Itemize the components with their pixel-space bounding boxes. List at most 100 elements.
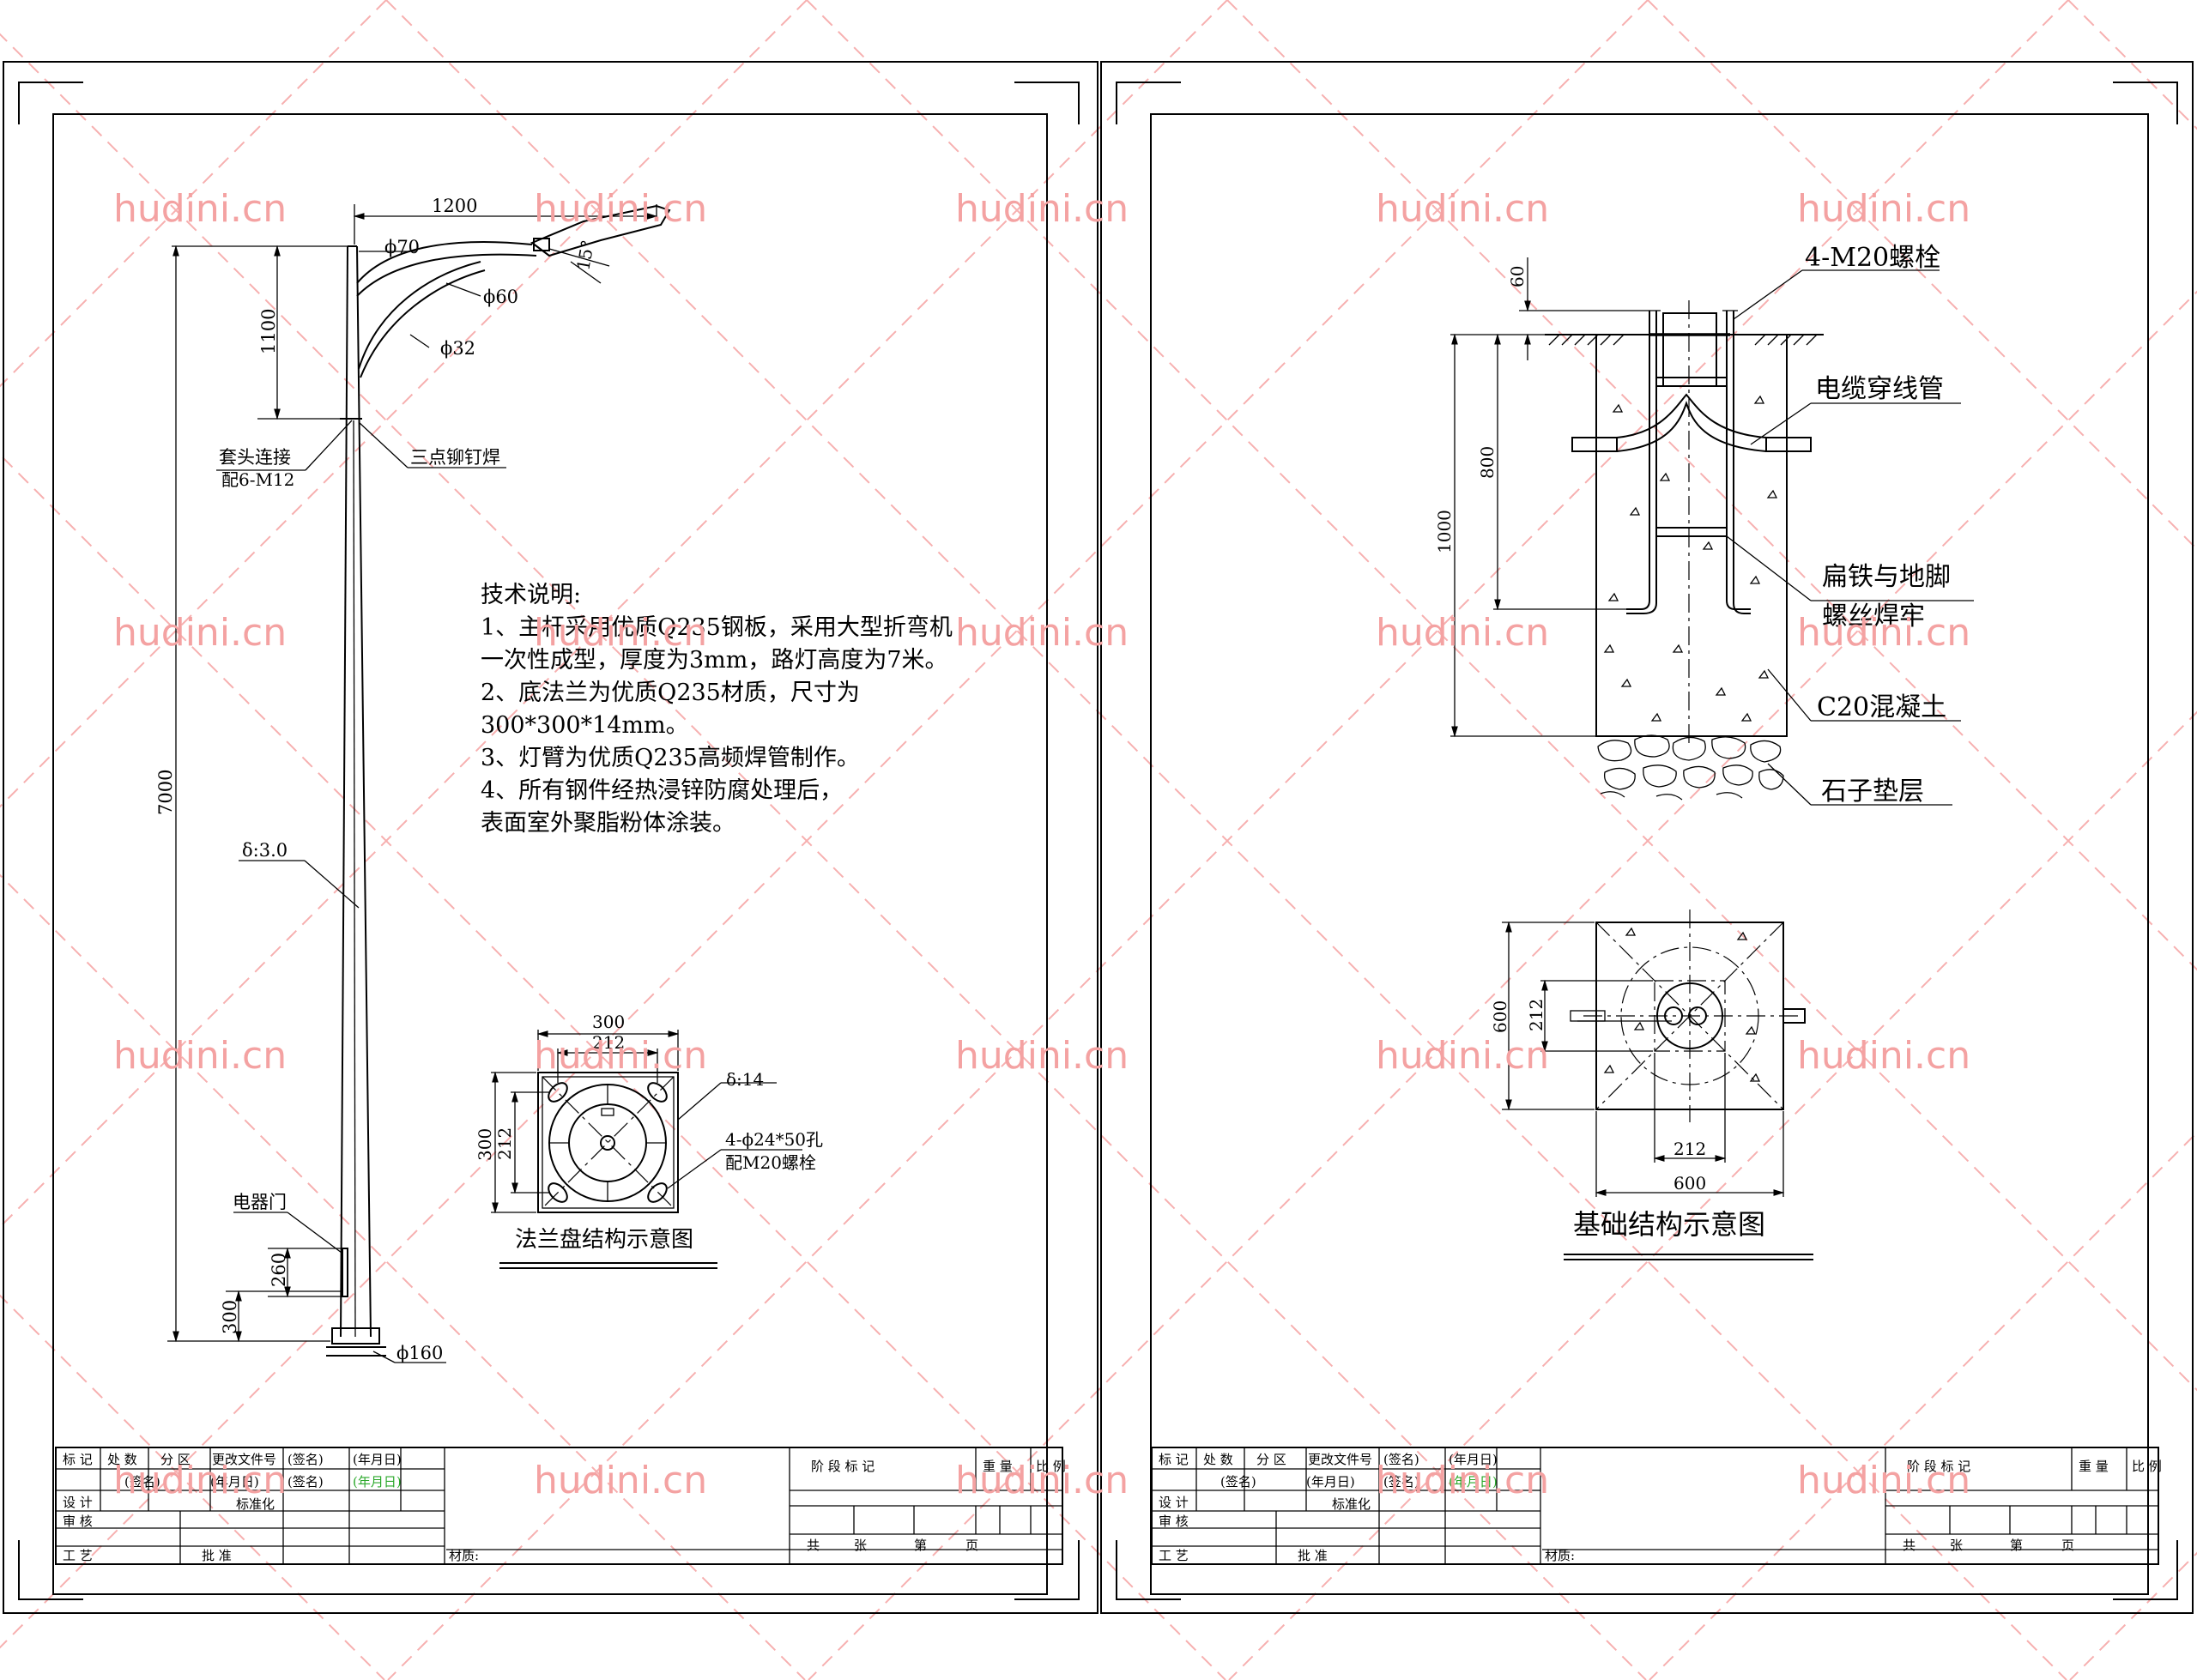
watermark-line: [0, 0, 1649, 1649]
sheet-nth-label: 第: [2010, 1538, 2023, 1553]
watermark-text: hudini.cn: [955, 187, 1129, 231]
label-weld: 三点铆钉焊: [410, 447, 500, 468]
label-concrete: C20混凝土: [1817, 692, 1946, 722]
left-sheet: 1200 ϕ70 ϕ60 ϕ32 15° 1100 7000 δ:3.0 260…: [3, 61, 1098, 1614]
title-block-text: 更改文件号: [1308, 1452, 1372, 1467]
watermark-line: [1226, 0, 2197, 971]
stage-label: 阶 段 标 记: [811, 1459, 875, 1474]
scale-label: 比 例: [1036, 1459, 1066, 1474]
standard-label: 标准化: [236, 1496, 275, 1512]
tech-note-line: 表面室外聚脂粉体涂装。: [481, 810, 735, 837]
title-block-text: 分 区: [1256, 1452, 1286, 1467]
watermark-line: [0, 0, 387, 388]
tech-note-line: 4、所有钢件经热浸锌防腐处理后，: [481, 777, 843, 804]
right-sheet: 60 800 1000 4-M20螺栓 电缆穿线管 扁铁与地脚 螺丝焊牢 C20…: [1100, 61, 2194, 1614]
tech-notes: 技术说明: 1、主杆采用优质Q235钢板，采用大型折弯机 一次性成型，厚度为3m…: [481, 582, 953, 837]
title-block-text: (签名): [124, 1474, 160, 1490]
tech-note-line: 2、底法兰为优质Q235材质，尺寸为: [481, 680, 860, 706]
flange-bolts: 配M20螺栓: [725, 1152, 816, 1173]
page-label: 页: [965, 1538, 978, 1553]
pole-dimension-text: 1200 ϕ70 ϕ60 ϕ32 15° 1100 7000 δ:3.0 260…: [155, 196, 598, 1363]
flange-title: 法兰盘结构示意图: [515, 1227, 693, 1253]
tech-notes-title: 技术说明:: [481, 582, 581, 608]
watermark-text: hudini.cn: [113, 1034, 287, 1078]
foundation-plan: [1502, 909, 1813, 1260]
left-trim-marks: [18, 82, 1080, 1600]
review-label: 审 核: [1159, 1514, 1189, 1529]
label-flat-iron-1: 扁铁与地脚: [1822, 562, 1951, 592]
sheet-count-label: 张: [1950, 1538, 1963, 1553]
watermark-text: hudini.cn: [113, 1459, 287, 1502]
weight-label: 重 量: [983, 1459, 1013, 1474]
watermark-text: hudini.cn: [1376, 611, 1549, 655]
title-block-text: (签名): [287, 1474, 324, 1490]
material-label: 材质:: [449, 1548, 479, 1563]
dim-60: 60: [1507, 266, 1528, 287]
watermark-line: [0, 453, 1226, 1680]
flange-text: 300 212 300 212 δ:14 4-ϕ24*50孔 配M20螺栓 法兰…: [475, 1012, 823, 1253]
left-inner-frame: [52, 113, 1048, 1595]
title-block-text: (年月日): [353, 1474, 402, 1490]
tech-note-line: 3、灯臂为优质Q235高频焊管制作。: [481, 745, 860, 771]
right-outer-frame: [1100, 61, 2194, 1614]
flange-thickness: δ:14: [726, 1069, 764, 1090]
watermark-text: hudini.cn: [534, 1459, 707, 1502]
sheet-total-label: 共: [1903, 1538, 1916, 1553]
title-block-text: 标 记: [63, 1452, 93, 1467]
watermark-text: hudini.cn: [955, 1459, 1129, 1502]
title-block-text: 处 数: [107, 1452, 137, 1467]
title-block-text: (年月日): [1449, 1474, 1498, 1490]
dim-pole-height: 7000: [155, 770, 176, 815]
watermark-line: [387, 0, 2069, 1680]
watermark-text: hudini.cn: [1376, 187, 1549, 231]
dim-door-height: 260: [269, 1253, 289, 1287]
tech-note-line: 1、主杆采用优质Q235钢板，采用大型折弯机: [481, 614, 953, 641]
watermark-line: [2069, 1551, 2197, 1680]
watermark-text: hudini.cn: [1376, 1459, 1549, 1502]
tech-note-line: 一次性成型，厚度为3mm，路灯高度为7米。: [481, 647, 948, 674]
plan-dim-600-h: 600: [1673, 1173, 1706, 1194]
dim-top-dia: ϕ70: [384, 237, 420, 257]
scale-label: 比 例: [2132, 1459, 2162, 1474]
watermark-text: hudini.cn: [534, 611, 707, 655]
plan-title: 基础结构示意图: [1573, 1208, 1765, 1241]
stage-label: 阶 段 标 记: [1907, 1459, 1970, 1474]
watermark-line: [0, 1294, 385, 1680]
watermark-text: hudini.cn: [1376, 1034, 1549, 1078]
design-label: 设 计: [63, 1495, 93, 1510]
flange-holes: 4-ϕ24*50孔: [725, 1129, 823, 1150]
concrete-aggregate: [1603, 395, 1778, 722]
title-block-text: (签名): [1383, 1474, 1419, 1490]
title-block-text: (签名): [1383, 1452, 1419, 1467]
approve-label: 批 准: [202, 1548, 232, 1563]
material-label: 材质:: [1545, 1548, 1575, 1563]
label-gravel: 石子垫层: [1821, 777, 1924, 807]
sheet-total-label: 共: [807, 1538, 820, 1553]
flange-dim-inner: 212: [592, 1032, 625, 1053]
flange-dim-outer-v: 300: [475, 1128, 495, 1161]
dim-brace-dia: ϕ32: [440, 338, 475, 359]
plan-dim-212-h: 212: [1673, 1139, 1706, 1159]
dim-base-dia: ϕ160: [396, 1343, 443, 1363]
design-label: 设 计: [1159, 1495, 1189, 1510]
flange-dim-outer: 300: [592, 1012, 625, 1032]
watermark-line: [806, 0, 2197, 1392]
watermark-text: hudini.cn: [1797, 1034, 1970, 1078]
left-outer-frame: [3, 61, 1098, 1614]
dim-thickness: δ:3.0: [242, 840, 287, 861]
title-block-text: (年月日): [210, 1474, 259, 1490]
right-trim-marks: [1116, 82, 2178, 1600]
watermark-text: hudini.cn: [1797, 1459, 1970, 1502]
plan-dim-212-v: 212: [1526, 999, 1546, 1031]
sheet-count-label: 张: [854, 1538, 867, 1553]
watermark-text: hudini.cn: [955, 611, 1129, 655]
dim-1000: 1000: [1434, 510, 1455, 553]
title-block-text: (年月日): [1449, 1452, 1498, 1467]
label-sleeve-joint: 套头连接: [219, 447, 291, 468]
watermark-text: hudini.cn: [955, 1034, 1129, 1078]
title-block-text: (签名): [1220, 1474, 1256, 1490]
title-block-text: 处 数: [1203, 1452, 1233, 1467]
label-bolts: 4-M20螺栓: [1805, 243, 1940, 273]
title-block-text: 更改文件号: [212, 1452, 276, 1467]
